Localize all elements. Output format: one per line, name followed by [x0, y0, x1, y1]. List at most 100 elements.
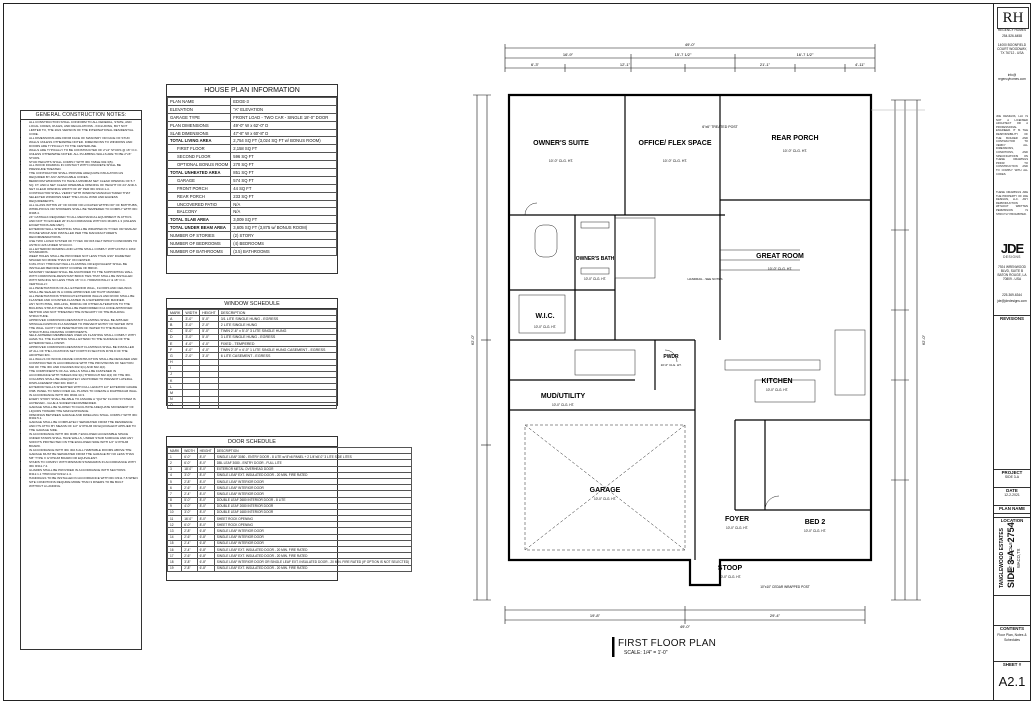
note-item: STAIRS TO COMPLY WITH MINIMUM STANDARDS … — [29, 460, 138, 469]
house-info-value: 851 SQ FT — [230, 168, 337, 177]
house-info-value: N/A — [230, 199, 337, 209]
house-info-label: NUMBER OF BATHROOMS — [166, 246, 232, 256]
house-info-label: OPTIONAL BONUS ROOM — [166, 160, 232, 170]
house-info-value: 2,158 SQ FT — [230, 144, 337, 154]
note-item: GARAGE SHALL BE COMPLETELY SEPARATED FRO… — [29, 420, 138, 433]
house-info-label: TOTAL UNHEATED AREA — [166, 168, 232, 177]
house-info-label: SLAB DIMENSIONS — [166, 128, 232, 138]
revisions-label: REVISIONS — [1000, 316, 1024, 321]
project-label: PROJECT — [1001, 470, 1023, 475]
schedule-cell — [199, 401, 219, 410]
room-owners-suite: OWNER'S SUITE — [533, 140, 589, 147]
notes-title: GENERAL CONSTRUCTION NOTES: — [21, 111, 141, 120]
note-item: IN ACCORDANCE WITH IRC R305.7 ENCLOSED A… — [29, 432, 138, 449]
note-item: EXTERIOR WALL SHEATHING SHALL BE WRAPPED… — [29, 227, 138, 240]
plan-title-bar — [612, 637, 615, 657]
room-wic: W.I.C. — [535, 313, 554, 320]
note-item: WALLS ARE TYPICALLY TO BE CONSTRUCTED OF… — [29, 148, 138, 161]
note-item: ALL WOOD FRAMING IN CONTACT WITH CONCRET… — [29, 164, 138, 172]
mud-clg: 10'-0" CLG. HT. — [552, 403, 574, 407]
room-stoop: STOOP — [718, 565, 743, 572]
door-schedule-title: DOOR SCHEDULE — [167, 437, 337, 447]
contents-value: Floor Plan, Notes & Schedules — [997, 633, 1027, 642]
bed2-clg: 10'-0" CLG. HT. — [804, 529, 826, 533]
house-info-value: "A" ELEVATION — [230, 104, 337, 114]
company-logo: RH — [997, 7, 1029, 29]
house-info-label: GARAGE TYPE — [166, 112, 232, 122]
notes-list: ALL CONSTRUCTION SHALL CONFORM TO ALL FE… — [21, 120, 141, 489]
plan-name-label: PLAN NAME — [998, 506, 1026, 511]
schedule-cell: SINGLE LEAF EXT. INSULATED DOOR - 20 MIN… — [213, 564, 413, 572]
date-value: 12-2-2021 — [1004, 493, 1020, 497]
house-info-value: 574 SQ FT — [230, 175, 337, 185]
house-info-label: NUMBER OF BEDROOMS — [166, 239, 232, 248]
house-info-title: HOUSE PLAN INFORMATION — [167, 85, 337, 97]
room-pwdr: PWDR — [663, 354, 679, 360]
great-room-clg: 10'-0" CLG. HT. — [768, 267, 793, 271]
window-schedule-title: WINDOW SCHEDULE — [167, 299, 337, 309]
location-value: TANGLEWOOD ESTATES — [999, 528, 1005, 588]
house-info-value: 44 SQ FT — [230, 183, 337, 193]
dim-top-overall: 49'-0" — [685, 42, 696, 47]
note-item: COLUMNS SHALL BE ADEQUATELY ANCHORED TO … — [29, 377, 138, 386]
house-info-value: 2,754 SQ FT (3,024 SQ FT w/ BONUS ROOM) — [230, 136, 337, 146]
foyer-clg: 10'-0" CLG. HT. — [726, 526, 748, 530]
general-notes-panel: GENERAL CONSTRUCTION NOTES: ALL CONSTRUC… — [20, 110, 142, 650]
dim-bottom-b: 29'-4" — [770, 613, 781, 618]
dim-bottom-a: 19'-8" — [590, 613, 601, 618]
house-info-value: (3.5) BATHROOMS — [230, 246, 337, 256]
note-item: ANY NOTCHING, DRILLING, BORING OR OTHER … — [29, 302, 138, 319]
location-city: WACO,TX — [1016, 548, 1021, 568]
house-info-row: NUMBER OF BEDROOMS(4) BEDROOMS — [166, 239, 337, 248]
copyright-text: THESE DRAWINGS ARE THE PROPERTY OF JDE D… — [996, 191, 1028, 216]
note-item: ALL PENETRATIONS THROUGH EXTERIOR WALLS … — [29, 294, 138, 303]
house-info-label: GARAGE — [166, 175, 232, 185]
note-item: EXTERIOR WALLS SHEATHED WITH FULL LENGTH… — [29, 385, 138, 398]
room-mud-utility: MUD/UTILITY — [541, 393, 586, 400]
house-info-value: 233 SQ FT — [230, 191, 337, 201]
note-item: ALL CONSTRUCTION SHALL CONFORM TO ALL FE… — [29, 120, 138, 137]
house-info-row: ELEVATION"A" ELEVATION — [166, 104, 337, 114]
house-info-value: 47'-8" W x 60'-8" D — [230, 128, 337, 138]
note-item: CONTRACTOR SHALL VERIFY WITH WINDOW MANU… — [29, 191, 138, 204]
plan-scale: SCALE: 1/4" = 1'-0" — [624, 650, 668, 656]
house-info-label: UNCOVERED PATIO — [166, 199, 232, 209]
cedar-post-note: 10"x10" CEDAR WRAPPED POST — [760, 585, 810, 589]
schedule-cell: O — [166, 401, 184, 410]
note-item: ALL DIMENSIONS ARE FROM FACE OF MASONRY … — [29, 136, 138, 149]
company-name: REGENCY HOMES — [997, 28, 1027, 32]
note-item: ALL WALLS OF WOOD-FRAME CONSTRUCTION SHA… — [29, 357, 138, 370]
designer-name: DESIGNS — [1003, 255, 1021, 259]
company-phone: 254-526-6458 — [1002, 34, 1022, 38]
project-value: SIDE 3-A — [1004, 475, 1020, 479]
garage-clg: 10'-0" CLG. HT. — [594, 497, 616, 501]
dim-bottom-overall: 49'-0" — [680, 624, 691, 629]
note-item: 24" CATWALK REQUIRED TO ALL MECHANICAL E… — [29, 215, 138, 228]
room-office: OFFICE/ FLEX SPACE — [639, 140, 712, 147]
house-info-label: BALCONY — [166, 207, 232, 217]
dim-top-e: 12'-1" — [620, 62, 631, 67]
room-bed-2: BED 2 — [805, 519, 826, 526]
note-item: THE COMPONENTS OF ALL WALLS SHALL BE FAS… — [29, 369, 138, 378]
house-info-label: FIRST FLOOR — [166, 144, 232, 154]
owners-bath-clg: 10'-0" CLG. HT. — [584, 277, 606, 281]
house-info-label: PLAN DIMENSIONS — [166, 120, 232, 130]
sheet-label: SHEET # — [1002, 662, 1022, 667]
note-item: OPENINGS BETWEEN GARAGE AND DWELLING SHA… — [29, 413, 138, 422]
location-lot: LOT 1, BLOCK 8 — [1008, 542, 1013, 574]
room-kitchen: KITCHEN — [761, 378, 792, 385]
dim-top-c: 16'-7 1/2" — [797, 52, 814, 57]
house-info-value: 49'-0" W x 62'-0" D — [230, 120, 337, 130]
house-info-label: TOTAL SLAB AREA — [166, 215, 232, 225]
note-item: GUARDS SHALL BE PROVIDED IN ACCORDANCE W… — [29, 468, 138, 477]
schedule-cell: 2'-8" — [181, 564, 198, 572]
